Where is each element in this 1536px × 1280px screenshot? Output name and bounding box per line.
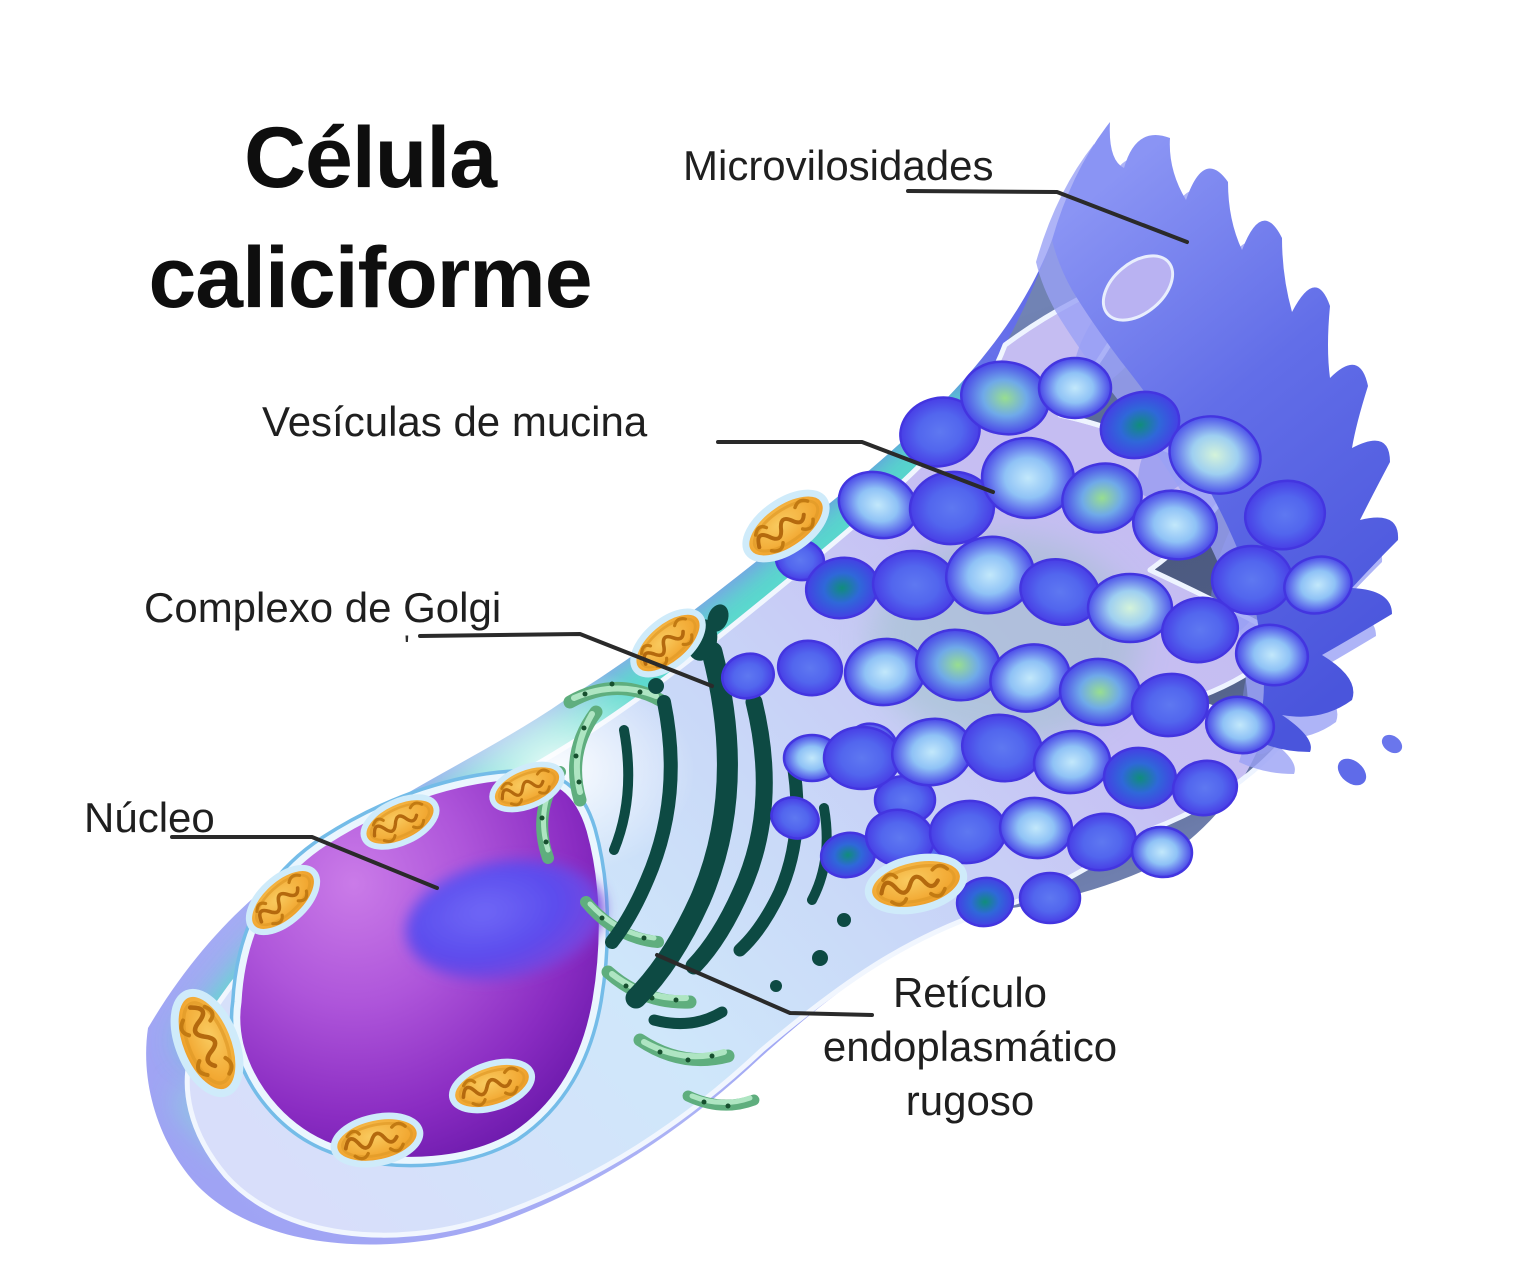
label-mucin-vesicles: Vesículas de mucina xyxy=(262,398,648,445)
microvillus-fragment xyxy=(1381,734,1403,754)
label-rough-er-line1: Retículo xyxy=(892,969,1048,1016)
leader-lines xyxy=(170,189,1189,1017)
label-golgi-complex: Complexo de Golgi xyxy=(144,584,502,631)
label-rough-er-line3: rugoso xyxy=(905,1077,1035,1124)
vesicles-leader-line xyxy=(716,440,995,494)
nucleolus xyxy=(406,860,604,980)
label-rough-er: Retículo endoplasmático rugoso xyxy=(770,966,1170,1128)
nucleus xyxy=(229,768,610,1168)
secreted-vesicle xyxy=(1101,254,1175,322)
golgi-complex xyxy=(605,604,851,1030)
label-microvilli: Microvilosidades xyxy=(683,142,994,189)
label-rough-er-line2: endoplasmático xyxy=(822,1023,1118,1070)
er-leader-line xyxy=(655,953,874,1017)
stray-mark: ' xyxy=(404,630,410,663)
nucleus-leader-line xyxy=(170,835,439,890)
microvilli-leader-line xyxy=(906,189,1189,244)
diagram-title-line2: caliciforme xyxy=(148,230,592,326)
diagram-title-line1: Célula xyxy=(243,110,497,206)
microvillus-fragment xyxy=(1337,758,1367,786)
microvilli xyxy=(1036,122,1403,786)
diagram-title: Célula caliciforme xyxy=(40,98,700,338)
mucin-vesicles xyxy=(720,356,1353,928)
golgi-leader-line xyxy=(418,632,714,688)
label-nucleus: Núcleo xyxy=(84,794,215,841)
